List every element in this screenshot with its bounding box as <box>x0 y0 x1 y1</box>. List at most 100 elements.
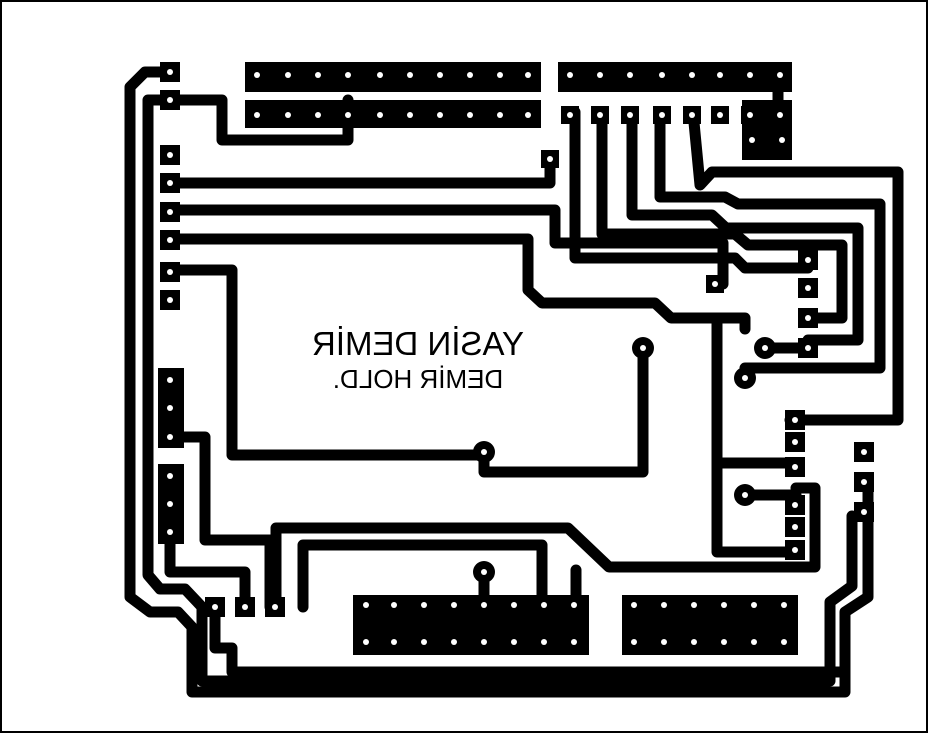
drill-hole <box>254 112 260 118</box>
drill-hole <box>167 237 173 243</box>
drill-hole <box>659 112 665 118</box>
drill-hole <box>689 72 695 78</box>
drill-hole <box>792 502 798 508</box>
drill-hole <box>451 639 457 645</box>
drill-hole <box>167 152 173 158</box>
drill-hole <box>167 377 173 383</box>
trace-pin-4 <box>164 264 490 461</box>
drill-hole <box>167 501 173 507</box>
drill-hole <box>777 112 783 118</box>
drill-hole <box>363 639 369 645</box>
trace-center <box>478 342 649 478</box>
trace-bus-2 <box>711 449 802 558</box>
trace-lower-1 <box>164 431 276 613</box>
drill-hole <box>212 604 218 610</box>
drill-hole <box>597 72 603 78</box>
drill-hole <box>167 434 173 440</box>
label-name: YASİN DEMİR <box>312 325 524 362</box>
drill-hole <box>659 72 665 78</box>
drill-hole <box>467 72 473 78</box>
drill-hole <box>721 639 727 645</box>
drill-hole <box>437 112 443 118</box>
drill-hole <box>777 72 783 78</box>
drill-hole <box>497 72 503 78</box>
drill-hole <box>391 602 397 608</box>
silkscreen-label: YASİN DEMİR DEMİR HOLD. <box>312 325 524 394</box>
trace-bus-3 <box>270 482 821 613</box>
drill-hole <box>861 449 867 455</box>
drill-hole <box>547 156 553 162</box>
drill-hole <box>792 464 798 470</box>
drill-hole <box>363 602 369 608</box>
drill-hole <box>167 297 173 303</box>
drill-hole <box>167 69 173 75</box>
drill-hole <box>567 72 573 78</box>
drill-hole <box>792 439 798 445</box>
drill-hole <box>805 257 811 263</box>
drill-hole <box>481 602 487 608</box>
drill-hole <box>631 639 637 645</box>
drill-hole <box>661 639 667 645</box>
drill-hole <box>742 375 748 381</box>
drill-hole <box>747 112 753 118</box>
drill-hole <box>792 417 798 423</box>
drill-hole <box>747 72 753 78</box>
drill-hole <box>421 602 427 608</box>
drill-hole <box>712 281 718 287</box>
drill-hole <box>167 97 173 103</box>
drill-hole <box>525 112 531 118</box>
drill-hole <box>285 112 291 118</box>
drill-hole <box>627 112 633 118</box>
drill-hole <box>481 569 487 575</box>
header-pad-block <box>742 100 792 160</box>
drill-hole <box>631 602 637 608</box>
drill-hole <box>285 72 291 78</box>
drill-hole <box>805 345 811 351</box>
trace-top-2 <box>596 106 848 324</box>
drill-hole <box>167 529 173 535</box>
drill-hole <box>315 72 321 78</box>
drill-hole <box>345 112 351 118</box>
trace-top-5 <box>687 106 904 426</box>
drill-hole <box>751 602 757 608</box>
drill-hole <box>167 209 173 215</box>
drill-hole <box>749 137 755 143</box>
drill-hole <box>805 285 811 291</box>
drill-hole <box>315 112 321 118</box>
drill-hole <box>567 112 573 118</box>
drill-hole <box>451 602 457 608</box>
drill-hole <box>167 180 173 186</box>
drill-hole <box>525 72 531 78</box>
drill-hole <box>640 345 646 351</box>
trace-lower-header <box>209 601 846 678</box>
drill-hole <box>861 509 867 515</box>
trace-pin-3 <box>164 233 751 335</box>
label-company: DEMİR HOLD. <box>333 364 503 394</box>
drill-hole <box>805 315 811 321</box>
drill-hole <box>717 72 723 78</box>
drill-hole <box>861 479 867 485</box>
trace-top-1 <box>569 106 814 274</box>
header-bottom-right-strip <box>622 595 798 655</box>
trace-top-3 <box>626 106 864 346</box>
drill-hole <box>497 112 503 118</box>
drill-hole <box>751 639 757 645</box>
drill-hole <box>541 602 547 608</box>
trace-lower-2 <box>164 514 251 613</box>
drill-hole <box>781 602 787 608</box>
drill-hole <box>691 602 697 608</box>
drill-hole <box>661 602 667 608</box>
drill-hole <box>167 405 173 411</box>
drill-hole <box>377 72 383 78</box>
drill-hole <box>377 112 383 118</box>
drill-hole <box>437 72 443 78</box>
drill-hole <box>467 112 473 118</box>
trace-bus-4 <box>297 539 548 613</box>
drill-hole <box>541 639 547 645</box>
drill-hole <box>242 604 248 610</box>
drill-hole <box>717 112 723 118</box>
drill-hole <box>691 639 697 645</box>
copper-traces <box>124 66 904 698</box>
drill-hole <box>167 269 173 275</box>
